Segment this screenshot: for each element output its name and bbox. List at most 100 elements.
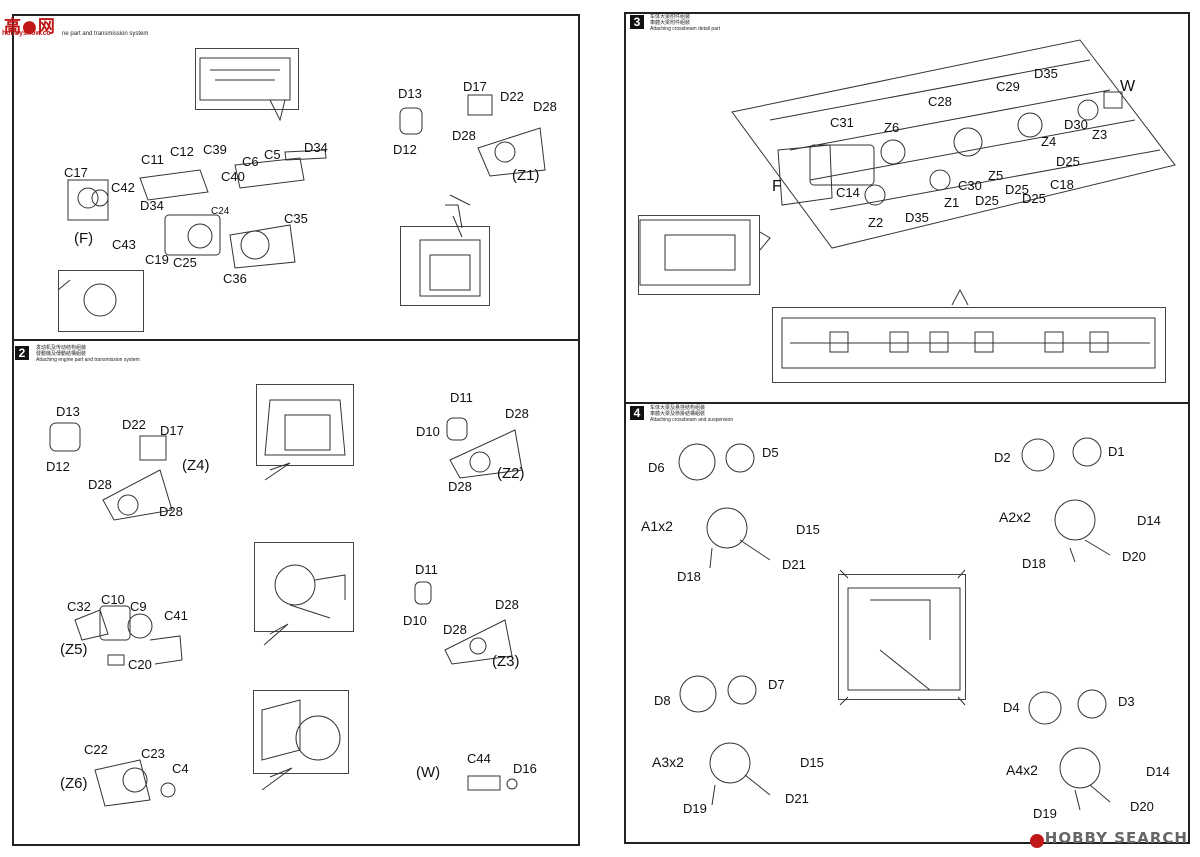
part-label-z1: Z1	[944, 195, 960, 210]
part-label-d28: D28	[448, 479, 472, 494]
part-label-d10: D10	[416, 424, 440, 439]
z5-detail-inset	[254, 542, 354, 632]
part-label-w: (W)	[416, 764, 441, 781]
step2-number: 2	[15, 346, 29, 360]
suspension-detail-inset	[838, 574, 966, 700]
part-label-w: W	[1120, 78, 1136, 95]
step3-caption-en: Attaching crossbeam detail part	[650, 26, 721, 32]
part-label-d12: D12	[46, 459, 70, 474]
part-label-d3: D3	[1118, 694, 1135, 709]
step4-caption-en: Attaching crossbeam and suspension	[650, 417, 734, 423]
part-label-d7: D7	[768, 677, 785, 692]
part-label-d17: D17	[160, 423, 184, 438]
part-label-c25: C25	[173, 255, 197, 270]
part-label-d21: D21	[782, 557, 806, 572]
part-label-d1: D1	[1108, 444, 1125, 459]
part-label-c41: C41	[164, 608, 188, 623]
part-label-c43: C43	[112, 237, 136, 252]
part-label-d6: D6	[648, 460, 665, 475]
part-label-d17: D17	[463, 79, 487, 94]
part-label-d8: D8	[654, 693, 671, 708]
part-label-c44: C44	[467, 751, 491, 766]
part-label-d35: D35	[905, 210, 929, 225]
part-label-d20: D20	[1130, 799, 1154, 814]
part-label-d34: D34	[140, 198, 164, 213]
part-label-d28: D28	[443, 622, 467, 637]
part-label-c42: C42	[111, 180, 135, 195]
part-label-d18: D18	[677, 569, 701, 584]
group-label-a2x2: A2x2	[999, 509, 1031, 525]
engine-mount-inset	[638, 215, 760, 295]
part-label-z5: Z5	[988, 168, 1004, 183]
site-logo: 高●网	[4, 17, 56, 37]
step3-number: 3	[630, 15, 644, 29]
z4-detail-inset	[256, 384, 354, 466]
part-label-d14: D14	[1146, 764, 1170, 779]
part-label-d19: D19	[1033, 806, 1057, 821]
part-label-d11: D11	[450, 390, 473, 405]
watermark-icon	[1030, 834, 1044, 848]
part-label-c40: C40	[221, 169, 245, 184]
part-label-d22: D22	[500, 89, 524, 104]
part-label-d14: D14	[1137, 513, 1161, 528]
part-label-c18: C18	[1050, 177, 1074, 192]
part-label-c4: C4	[172, 761, 189, 776]
part-label-d30: D30	[1064, 117, 1088, 132]
part-label-d18: D18	[1022, 556, 1046, 571]
part-label-c20: C20	[128, 657, 152, 672]
part-label-z4: (Z4)	[182, 457, 210, 474]
part-label-d4: D4	[1003, 700, 1020, 715]
part-label-d22: D22	[122, 417, 146, 432]
part-label-c6: C6	[242, 154, 259, 169]
part-label-f: (F)	[74, 230, 94, 247]
part-label-d25: D25	[1022, 191, 1046, 206]
chassis-topview-inset	[772, 307, 1166, 383]
step4-number: 4	[630, 406, 644, 420]
part-label-c29: C29	[996, 79, 1020, 94]
part-label-d13: D13	[398, 86, 422, 101]
part-label-d28: D28	[88, 477, 112, 492]
part-label-c12: C12	[170, 144, 194, 159]
part-label-c10: C10	[101, 592, 125, 607]
part-label-d25: D25	[1005, 182, 1029, 197]
step2-caption-en: Attaching engine part and transmission s…	[36, 357, 140, 363]
step3-caption-cn1: 车体大梁附件组装	[650, 14, 691, 20]
part-label-d28: D28	[159, 504, 183, 519]
part-label-d21: D21	[785, 791, 809, 806]
part-label-c39: C39	[203, 142, 227, 157]
part-label-d34: D34	[304, 140, 328, 155]
part-label-c19: C19	[145, 252, 169, 267]
part-label-d15: D15	[800, 755, 824, 770]
part-label-c30: C30	[958, 178, 982, 193]
part-label-z3: Z3	[1092, 127, 1108, 142]
part-label-c35: C35	[284, 211, 308, 226]
part-label-c17: C17	[64, 165, 88, 180]
part-label-c32: C32	[67, 599, 91, 614]
part-label-c5: C5	[264, 147, 281, 162]
part-label-c23: C23	[141, 746, 165, 761]
z6-detail-inset	[253, 690, 349, 774]
watermark-text: HOBBY SEARCH	[1044, 829, 1188, 847]
part-label-z5: (Z5)	[60, 641, 88, 658]
step4-caption-cn1: 车体大梁及悬挂结构组装	[650, 405, 706, 411]
step2-caption-cn2: 發動機及傳動結構組裝	[36, 351, 87, 357]
part-label-z1: (Z1)	[512, 167, 540, 184]
step4-caption-cn2: 車體大梁及懸掛結構組裝	[650, 411, 706, 417]
part-label-c31: C31	[830, 115, 854, 130]
group-label-a3x2: A3x2	[652, 754, 684, 770]
part-label-z3: (Z3)	[492, 653, 520, 670]
part-label-c24: C24	[211, 206, 230, 217]
part-label-z6: (Z6)	[60, 775, 88, 792]
part-label-d25: D25	[975, 193, 999, 208]
site-url: hobbyshow.cc	[2, 30, 51, 37]
step2-caption-cn1: 发动机及传动结构组装	[36, 345, 87, 351]
part-label-d20: D20	[1122, 549, 1146, 564]
part-label-f: F	[772, 178, 782, 195]
part-label-d10: D10	[403, 613, 427, 628]
gear-detail-inset	[58, 270, 144, 332]
step1-caption-en: ne part and transmission system	[62, 31, 149, 37]
part-label-d12: D12	[393, 142, 417, 157]
part-label-z4: Z4	[1041, 134, 1057, 149]
part-label-c28: C28	[928, 94, 952, 109]
part-label-d28: D28	[495, 597, 519, 612]
